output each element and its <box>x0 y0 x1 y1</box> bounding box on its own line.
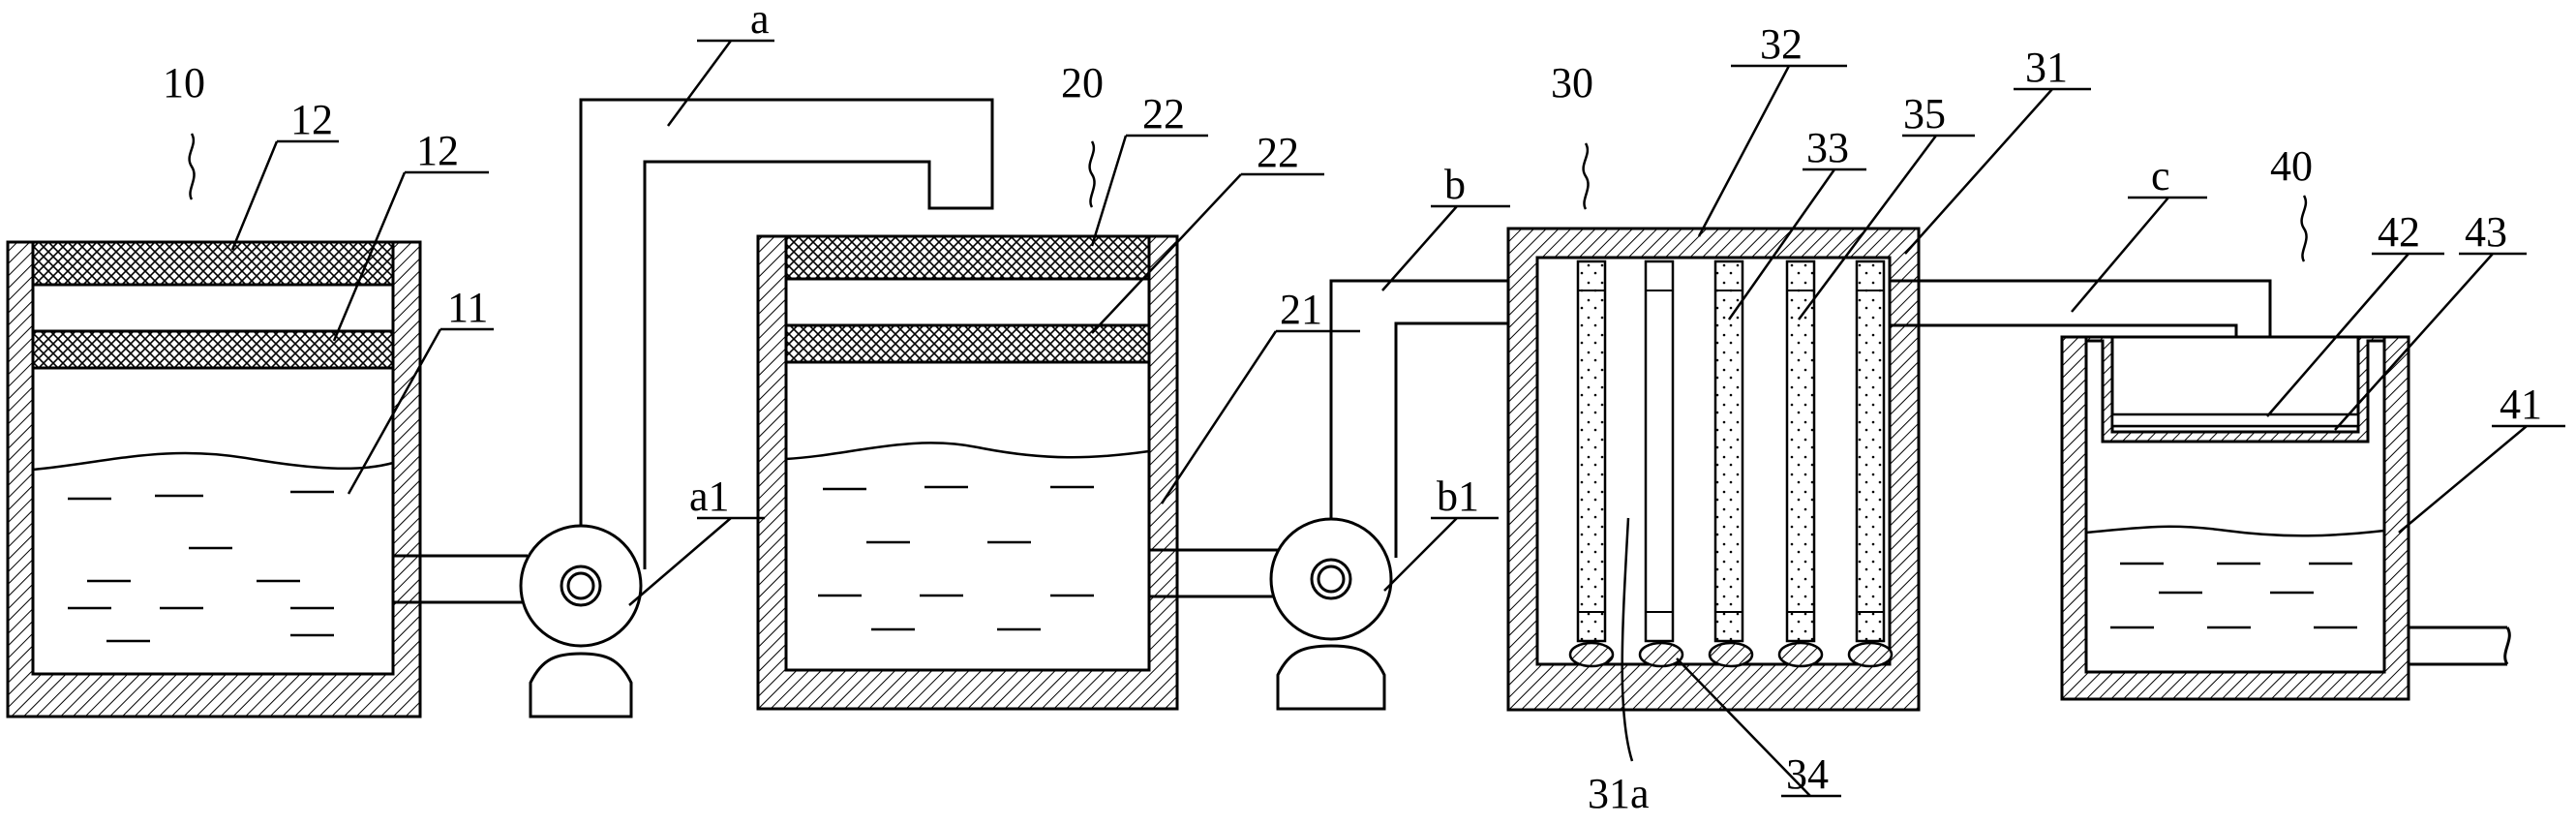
labels: 10 12 12 11 a a1 20 22 22 21 b b1 30 32 … <box>163 0 2542 817</box>
label-tank-10-top-layer: 12 <box>290 96 333 143</box>
label-tank-10: 10 <box>163 59 205 107</box>
label-pipe-b: b <box>1444 161 1466 208</box>
tank-20 <box>756 234 1179 711</box>
label-tank-30-wall: 31 <box>2025 44 2068 91</box>
label-tank-20-mid-layer: 22 <box>1257 129 1299 176</box>
pipe-10-to-a1 <box>393 554 528 604</box>
pipe-20-to-b1 <box>1149 548 1278 598</box>
label-pump-a1: a1 <box>689 473 730 520</box>
tank-40 <box>2060 335 2511 701</box>
pipe-a <box>579 98 994 569</box>
tank-20-liquid-lines <box>818 485 1094 631</box>
label-tank-30-tube-35: 35 <box>1903 90 1946 138</box>
label-pipe-c: c <box>2151 152 2170 199</box>
tank-30-base-elements <box>1568 641 1894 668</box>
leader-lines <box>188 39 2565 798</box>
label-tank-20-wall: 21 <box>1280 286 1322 333</box>
tank-30-tubes <box>1576 260 1886 643</box>
label-tank-20: 20 <box>1061 59 1104 107</box>
label-tank-30-lid: 32 <box>1760 20 1803 68</box>
tank-40-liquid-lines <box>2110 562 2357 629</box>
tank-10-top-layer <box>31 240 395 287</box>
label-tank-40-rim: 43 <box>2465 208 2507 256</box>
tank-20-mid-layer <box>784 323 1151 364</box>
label-tank-30-base: 34 <box>1786 750 1829 798</box>
tank-10-mid-layer <box>31 329 395 370</box>
label-tank-40-wall: 41 <box>2500 381 2542 428</box>
tank-20-top-layer <box>784 234 1151 281</box>
label-tank-30-tube-33: 33 <box>1806 124 1849 171</box>
tank-30 <box>1506 227 1921 712</box>
label-tank-30: 30 <box>1551 59 1593 107</box>
tank-10 <box>6 240 422 718</box>
pump-b1 <box>1269 517 1393 711</box>
tank-10-liquid-lines <box>68 490 334 643</box>
tank-40-outlet <box>2409 626 2511 666</box>
label-tank-20-top-layer: 22 <box>1142 90 1185 138</box>
label-tank-40: 40 <box>2270 142 2313 190</box>
label-tank-10-liquid: 11 <box>447 284 488 331</box>
label-tank-40-tray: 42 <box>2378 208 2420 256</box>
tank-40-inner-tray <box>2110 412 2360 428</box>
pump-a1 <box>519 524 643 718</box>
label-pump-b1: b1 <box>1437 473 1479 520</box>
label-tank-10-mid-layer: 12 <box>416 127 459 174</box>
pipe-b <box>1329 279 1537 558</box>
tank-40-tray-rim <box>2084 335 2386 443</box>
label-tank-30-inlet: 31a <box>1588 770 1650 817</box>
label-pipe-a: a <box>750 0 770 43</box>
